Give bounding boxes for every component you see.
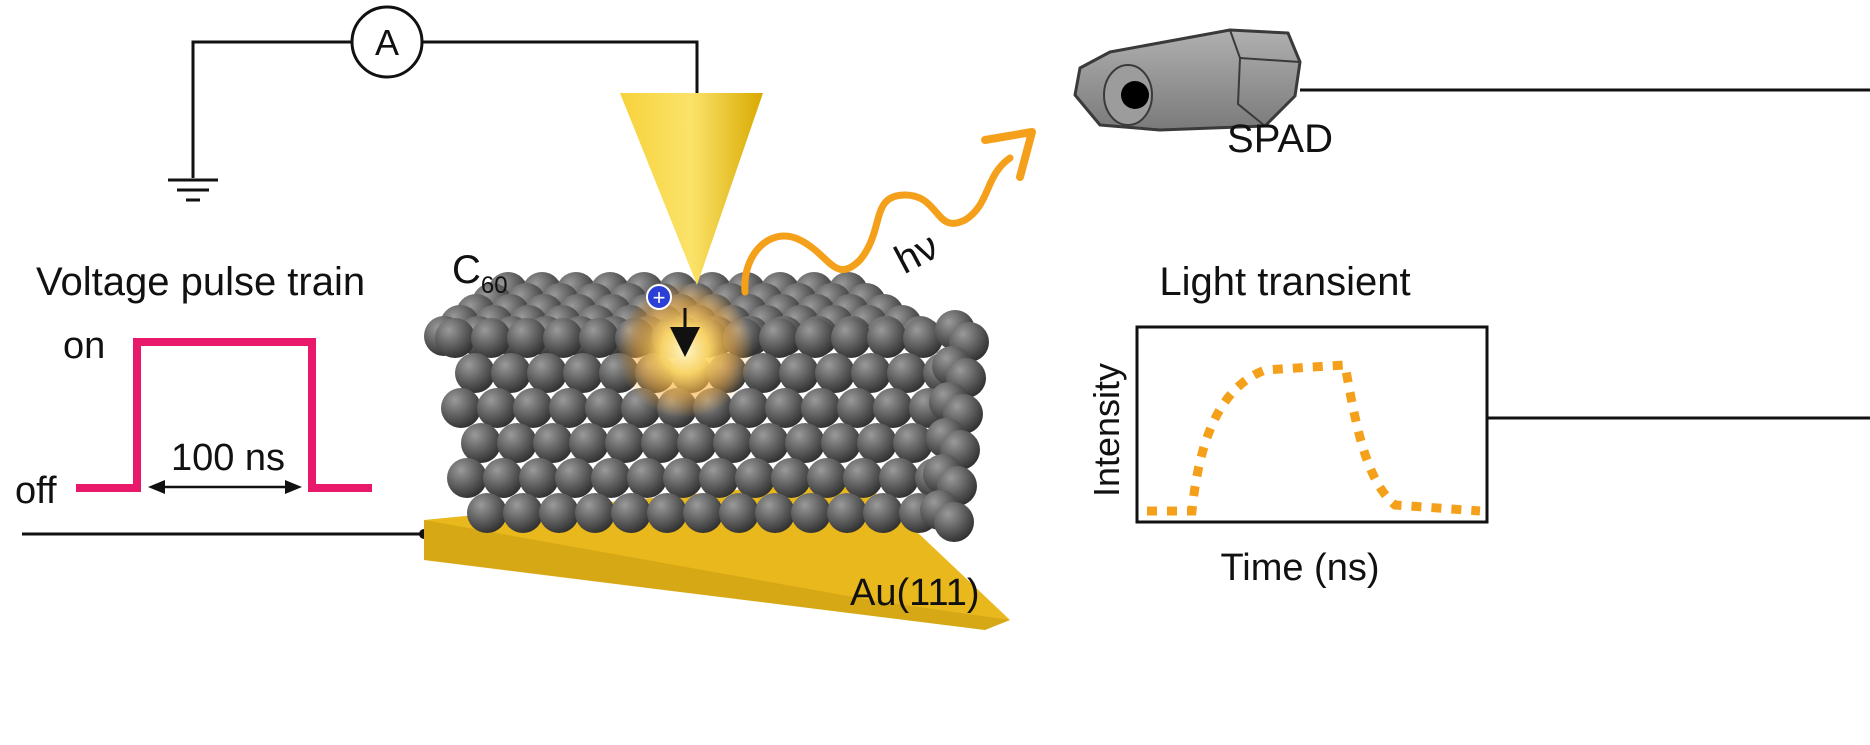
c60-molecule [765, 388, 805, 428]
c60-molecule [807, 458, 847, 498]
ammeter-label: A [375, 22, 399, 63]
c60-molecule [663, 458, 703, 498]
c60-molecule [435, 318, 475, 358]
c60-molecule [579, 318, 619, 358]
c60-molecule [471, 318, 511, 358]
c60-label: C60 [452, 248, 508, 299]
stm-tip-icon [620, 93, 763, 285]
c60-molecule [507, 318, 547, 358]
c60-molecule [683, 493, 723, 533]
transient-x-axis-label: Time (ns) [1220, 547, 1379, 589]
c60-molecule [735, 458, 775, 498]
c60-molecule [785, 423, 825, 463]
c60-molecule [729, 388, 769, 428]
c60-molecule [719, 493, 759, 533]
hole-charge-icon: + [646, 284, 672, 310]
c60-molecule [759, 318, 799, 358]
emission-glow [617, 282, 753, 418]
photon-wave-arrow-icon [741, 128, 1036, 296]
c60-molecule [605, 423, 645, 463]
transient-y-axis-label: Intensity [1086, 363, 1127, 497]
c60-molecule [857, 423, 897, 463]
c60-molecule [677, 423, 717, 463]
c60-molecule [533, 423, 573, 463]
ammeter-icon: A [350, 5, 424, 79]
c60-molecule [441, 388, 481, 428]
c60-molecule [461, 423, 501, 463]
c60-molecule [827, 493, 867, 533]
transient-title: Light transient [1159, 260, 1410, 304]
c60-molecule [821, 423, 861, 463]
c60-molecule [611, 493, 651, 533]
c60-molecule [934, 502, 974, 542]
c60-molecule [503, 493, 543, 533]
c60-molecule [585, 388, 625, 428]
transient-plot-frame [1135, 325, 1489, 524]
c60-molecule [851, 353, 891, 393]
circuit-wires [22, 40, 1870, 536]
pulse-width-label: 100 ns [171, 437, 285, 479]
spad-label: SPAD [1227, 117, 1333, 161]
c60-molecule [893, 423, 933, 463]
transient-trace [1147, 360, 1481, 516]
c60-molecule [491, 353, 531, 393]
c60-molecule [575, 493, 615, 533]
c60-molecule [455, 353, 495, 393]
wire-right-branch [422, 40, 699, 95]
c60-molecule [513, 388, 553, 428]
c60-molecule [555, 458, 595, 498]
c60-molecule [743, 353, 783, 393]
c60-molecule [815, 353, 855, 393]
c60-molecule [569, 423, 609, 463]
pulse-width-arrow [148, 480, 302, 494]
c60-molecule [641, 423, 681, 463]
c60-molecule [563, 353, 603, 393]
ground-icon [168, 178, 218, 202]
c60-molecule [903, 318, 943, 358]
c60-molecule [483, 458, 523, 498]
c60-molecule [879, 458, 919, 498]
c60-molecule [749, 423, 789, 463]
pulse-title: Voltage pulse train [36, 260, 365, 304]
c60-molecule [873, 388, 913, 428]
c60-molecule [543, 318, 583, 358]
pulse-on-label: on [63, 325, 105, 367]
c60-molecule [477, 388, 517, 428]
c60-molecule [887, 353, 927, 393]
c60-molecule [831, 318, 871, 358]
c60-molecule [497, 423, 537, 463]
substrate-label: Au(111) [850, 572, 980, 614]
c60-molecule [771, 458, 811, 498]
c60-molecule [549, 388, 589, 428]
svg-text:+: + [653, 285, 666, 310]
c60-molecule [713, 423, 753, 463]
c60-molecule [837, 388, 877, 428]
c60-molecule [647, 493, 687, 533]
c60-molecule [527, 353, 567, 393]
c60-molecule [699, 458, 739, 498]
c60-molecule [791, 493, 831, 533]
c60-molecule [467, 493, 507, 533]
c60-molecule [867, 318, 907, 358]
wire-left-branch [191, 40, 352, 178]
c60-molecule [447, 458, 487, 498]
pulse-off-label: off [15, 470, 57, 512]
c60-molecule [627, 458, 667, 498]
c60-molecule [801, 388, 841, 428]
photon-label: hν [888, 224, 946, 283]
spad-detector-icon [1073, 28, 1302, 132]
c60-molecule [843, 458, 883, 498]
c60-molecule [539, 493, 579, 533]
c60-molecule [519, 458, 559, 498]
c60-molecule [795, 318, 835, 358]
c60-molecule [591, 458, 631, 498]
c60-molecule [755, 493, 795, 533]
c60-molecule [779, 353, 819, 393]
voltage-pulse-trace [76, 338, 372, 492]
c60-molecule [863, 493, 903, 533]
